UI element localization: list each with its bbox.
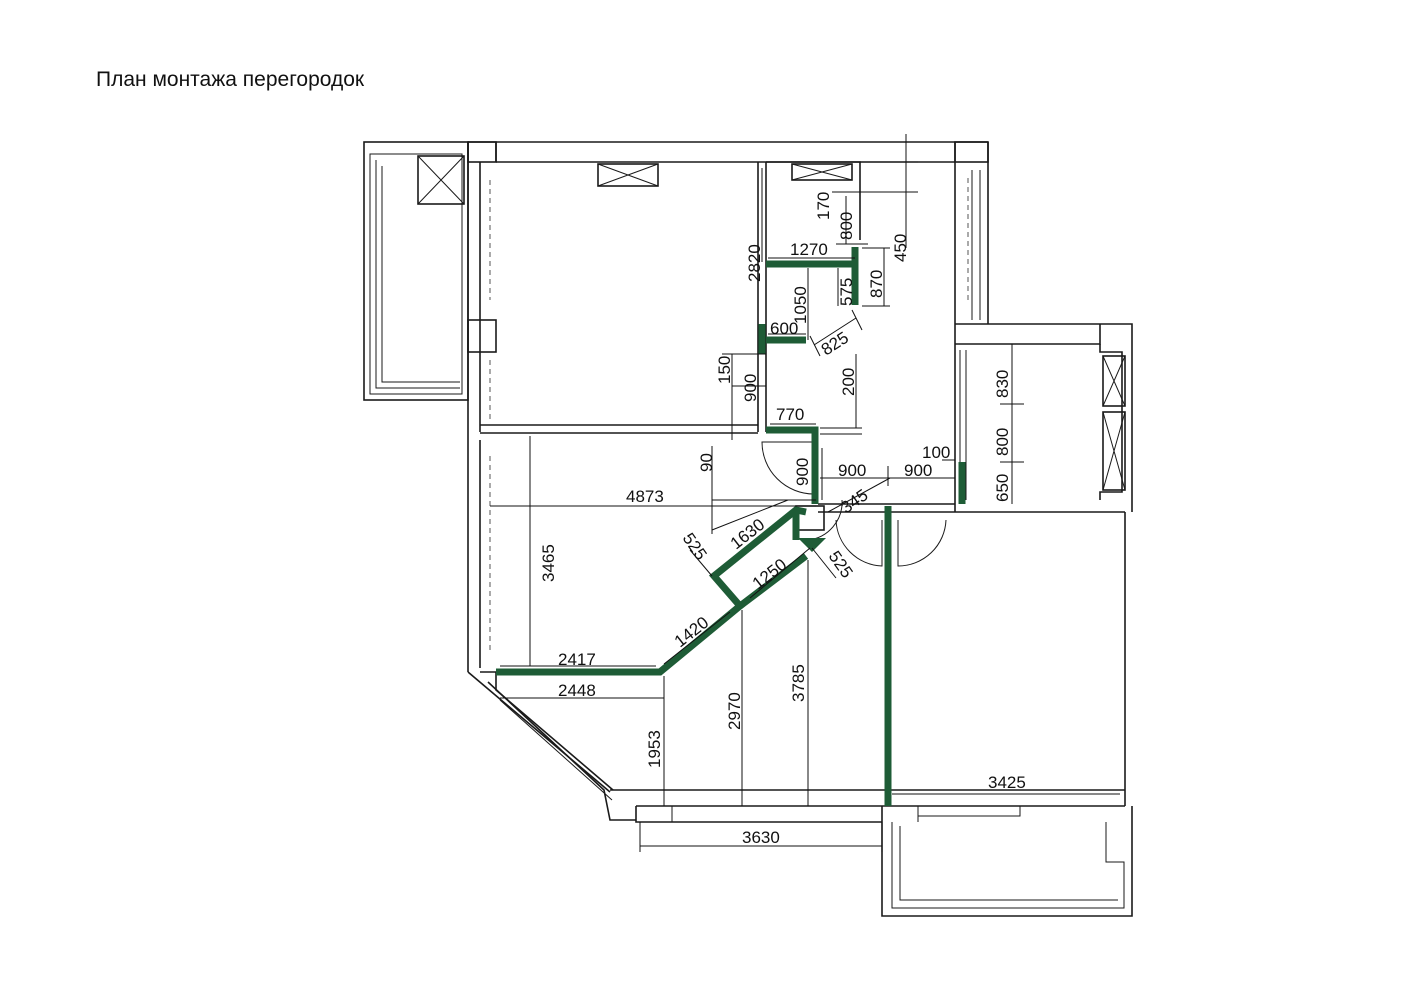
page-title: План монтажа перегородок xyxy=(96,68,365,91)
dim-830: 830 xyxy=(993,370,1012,398)
new-partitions xyxy=(496,247,966,806)
dimension-lines xyxy=(490,134,1120,852)
doors xyxy=(761,441,947,567)
dim-650: 650 xyxy=(993,474,1012,502)
dim-3630: 3630 xyxy=(742,828,780,847)
dim-2448: 2448 xyxy=(558,681,596,700)
dim-575: 575 xyxy=(837,278,856,306)
dim-800-top: 800 xyxy=(837,212,856,240)
dim-3425: 3425 xyxy=(988,773,1026,792)
partition xyxy=(798,538,826,552)
outer-walls xyxy=(467,141,1126,823)
dim-1050: 1050 xyxy=(791,286,810,324)
dim-900-b: 900 xyxy=(904,461,932,480)
dim-170: 170 xyxy=(814,192,833,220)
dim-1953: 1953 xyxy=(645,730,664,768)
dim-825: 825 xyxy=(818,328,852,359)
bottom-loggia xyxy=(881,806,1133,917)
dim-90: 90 xyxy=(697,453,716,472)
dim-100: 100 xyxy=(922,443,950,462)
right-loggia xyxy=(955,323,1133,512)
left-loggia xyxy=(363,141,469,401)
ventilation-shaft-left xyxy=(417,155,465,205)
ventilation-shaft-top xyxy=(791,163,853,181)
dim-150: 150 xyxy=(715,356,734,384)
dim-1270: 1270 xyxy=(790,240,828,259)
dim-525-a: 525 xyxy=(679,529,711,563)
dim-600: 600 xyxy=(770,319,798,338)
dim-450: 450 xyxy=(891,234,910,262)
dimension-labels: 170 800 450 2820 1270 575 870 1050 600 8… xyxy=(539,192,1026,847)
dim-3465: 3465 xyxy=(539,544,558,582)
dim-900-door: 900 xyxy=(793,458,812,486)
partition xyxy=(766,426,819,504)
dim-2820: 2820 xyxy=(745,244,764,282)
interior-walls xyxy=(597,161,956,531)
partition xyxy=(496,506,807,676)
dim-4873: 4873 xyxy=(626,487,664,506)
dim-800-right: 800 xyxy=(993,428,1012,456)
dim-200: 200 xyxy=(839,368,858,396)
dim-900-a: 900 xyxy=(838,461,866,480)
dim-870: 870 xyxy=(867,270,886,298)
radiator-top xyxy=(597,163,659,187)
dim-525-b: 525 xyxy=(825,547,857,581)
dim-2417: 2417 xyxy=(558,650,596,669)
dim-2970: 2970 xyxy=(725,692,744,730)
dim-3785: 3785 xyxy=(789,664,808,702)
dim-900-left: 900 xyxy=(741,374,760,402)
dim-770: 770 xyxy=(776,405,804,424)
